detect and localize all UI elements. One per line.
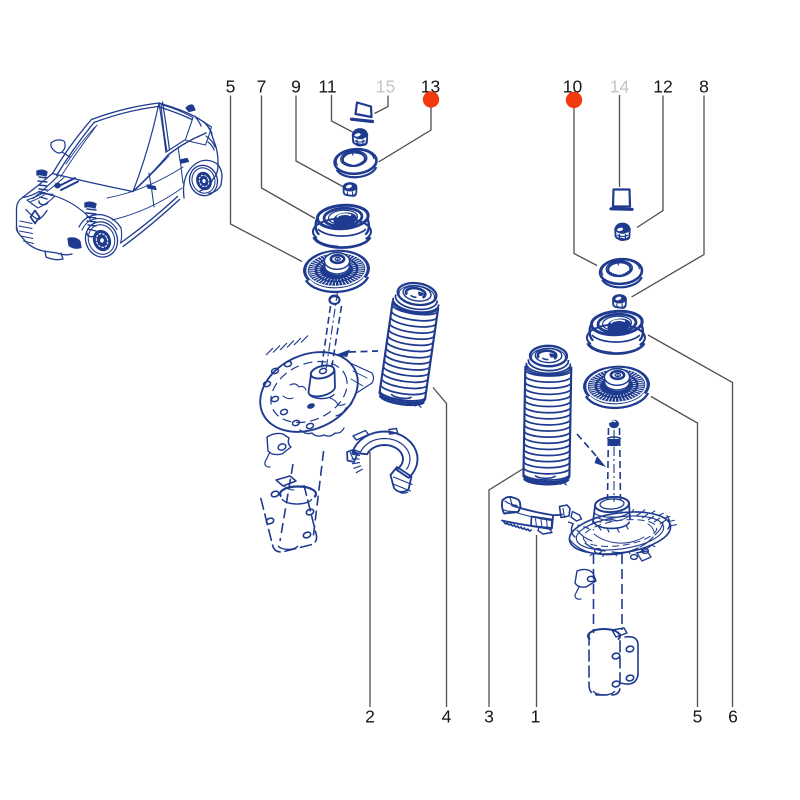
svg-text:3: 3 [484, 707, 494, 727]
svg-text:10: 10 [563, 77, 583, 97]
svg-text:7: 7 [257, 77, 267, 97]
svg-text:2: 2 [365, 707, 375, 727]
svg-text:13: 13 [421, 77, 440, 97]
svg-text:12: 12 [653, 77, 672, 97]
svg-text:8: 8 [699, 77, 709, 97]
svg-text:9: 9 [291, 77, 301, 97]
svg-text:1: 1 [531, 707, 541, 727]
svg-text:15: 15 [376, 77, 395, 97]
svg-text:5: 5 [693, 707, 703, 727]
svg-text:11: 11 [318, 77, 336, 97]
svg-text:4: 4 [442, 707, 452, 727]
svg-text:6: 6 [728, 707, 738, 727]
svg-text:14: 14 [610, 77, 630, 97]
svg-text:5: 5 [226, 77, 236, 97]
